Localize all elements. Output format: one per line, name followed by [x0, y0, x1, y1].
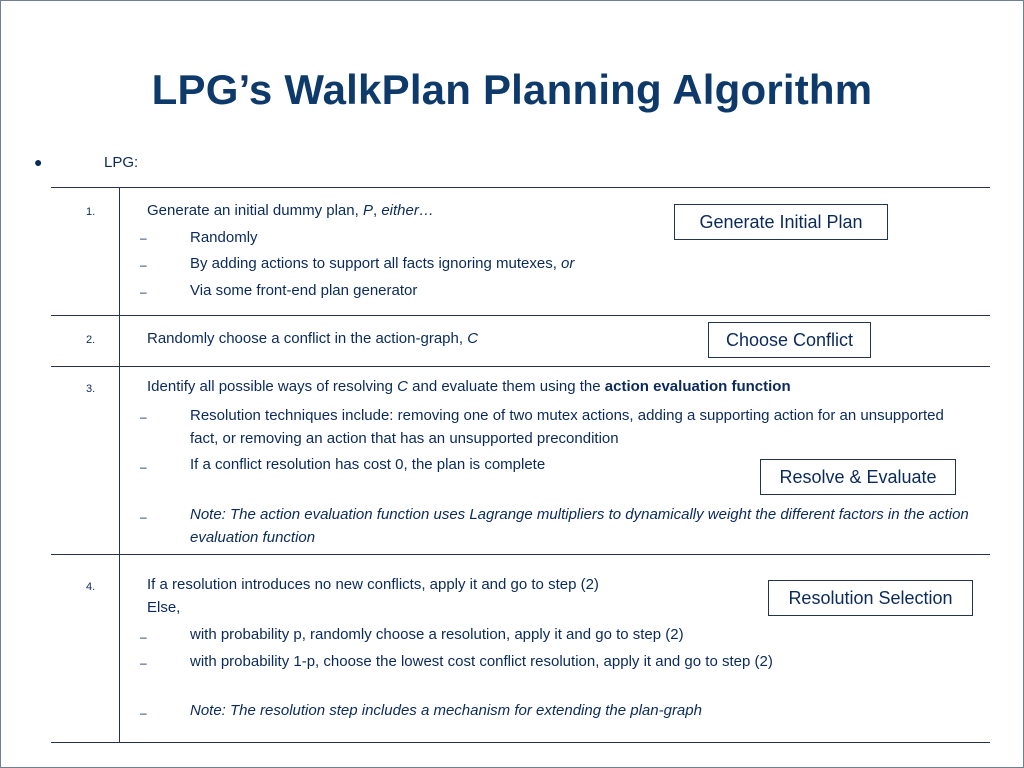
- table-column-divider: [119, 187, 120, 742]
- step-3-sub-1-dash: –: [140, 410, 147, 424]
- step-3-sub-2: If a conflict resolution has cost 0, the…: [190, 456, 546, 473]
- step-1-var: P: [362, 202, 373, 219]
- step-4-text: If a resolution introduces no new confli…: [147, 576, 599, 593]
- step-3-bold: action evaluation function: [604, 378, 791, 395]
- step-1-text: Generate an initial dummy plan, P, eithe…: [147, 202, 434, 219]
- step-4-sub-3-dash: –: [140, 706, 147, 720]
- step-3-text: Identify all possible ways of resolving …: [147, 378, 791, 395]
- slide-title: LPG’s WalkPlan Planning Algorithm: [151, 66, 873, 113]
- table-rule-top: [51, 187, 990, 188]
- step-2-var: C: [467, 330, 479, 347]
- step-2-text: Randomly choose a conflict in the action…: [147, 330, 479, 347]
- intro-label: LPG:: [104, 154, 139, 171]
- step-3-sub-3-dash: –: [140, 510, 147, 524]
- step-3-sub-3: Note: The action evaluation function use…: [190, 506, 969, 546]
- step-3-sub-2-dash: –: [140, 460, 147, 474]
- step-1-sub-3: Via some front-end plan generator: [190, 282, 418, 299]
- step-1-sub-1: Randomly: [190, 229, 258, 246]
- step-4-else: Else,: [147, 599, 181, 616]
- step-3-sub-1: Resolution techniques include: removing …: [190, 407, 944, 447]
- step-1-sub-1-dash: –: [140, 231, 147, 245]
- step-1-sub-2-or: or: [561, 255, 575, 272]
- step-3-var: C: [397, 378, 408, 395]
- step-4-sub-1-dash: –: [140, 630, 147, 644]
- table-rule-bottom: [51, 742, 990, 743]
- resolution-selection-box: Resolution Selection: [768, 580, 973, 616]
- step-4-sub-3: Note: The resolution step includes a mec…: [190, 702, 702, 719]
- generate-initial-plan-box: Generate Initial Plan: [674, 204, 888, 240]
- step-4-number: 4.: [86, 581, 96, 593]
- step-4-sub-2: with probability 1-p, choose the lowest …: [190, 653, 773, 670]
- intro-bullet: ●: [34, 154, 43, 170]
- table-rule-1: [51, 315, 990, 316]
- step-1-number: 1.: [86, 206, 96, 218]
- step-1-sub-2-dash: –: [140, 258, 147, 272]
- step-4-sub-2-dash: –: [140, 656, 147, 670]
- step-4-sub-1: with probability p, randomly choose a re…: [190, 626, 684, 643]
- table-rule-2: [51, 366, 990, 367]
- step-1-sub-2: By adding actions to support all facts i…: [190, 255, 575, 272]
- resolve-evaluate-box: Resolve & Evaluate: [760, 459, 956, 495]
- choose-conflict-box: Choose Conflict: [708, 322, 871, 358]
- step-1-tail: either…: [381, 202, 434, 219]
- step-1-sub-3-dash: –: [140, 285, 147, 299]
- step-3-number: 3.: [86, 383, 96, 395]
- table-rule-3: [51, 554, 990, 555]
- step-2-number: 2.: [86, 334, 96, 346]
